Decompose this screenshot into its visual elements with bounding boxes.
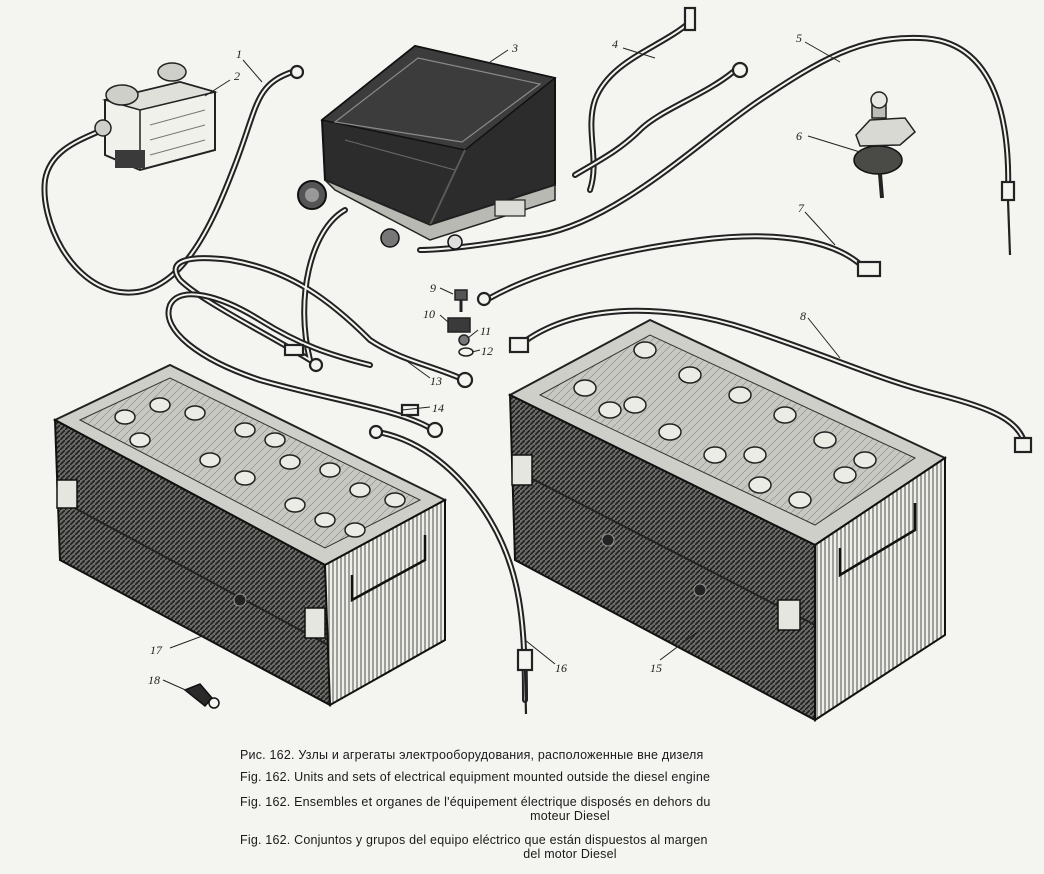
clamp-10-shape: [447, 317, 471, 333]
cables: [41, 19, 1028, 703]
cable-terminals: [283, 6, 1033, 715]
label-6: 6: [796, 129, 802, 143]
label-17: 17: [150, 643, 163, 657]
label-5: 5: [796, 31, 802, 45]
caption-russian: Рис. 162. Узлы и агрегаты электрооборудо…: [240, 748, 704, 762]
battery-15: [507, 318, 948, 722]
label-7: 7: [798, 201, 805, 215]
terminal-18: [183, 683, 220, 709]
washer-12-shape: [458, 347, 474, 357]
cable-7-wire: [487, 233, 871, 301]
label-1: 1: [236, 47, 242, 61]
caption-french-line-1: Fig. 162. Ensembles et organes de l'équi…: [240, 795, 711, 809]
label-3: 3: [511, 41, 518, 55]
caption-english: Fig. 162. Units and sets of electrical e…: [240, 770, 711, 784]
battery-17-caps: [114, 397, 406, 538]
label-2: 2: [234, 69, 240, 83]
switch-6: [853, 91, 917, 199]
label-13: 13: [430, 374, 442, 388]
exploded-diagram: 1 2 3 4 5 6 7 8 9 10 11 12 13 14 15 16 1…: [41, 6, 1033, 722]
relay-regulator: [297, 44, 557, 250]
leader-lines: [162, 41, 861, 693]
caption-french-line-2: moteur Diesel: [530, 809, 610, 823]
label-15: 15: [650, 661, 662, 675]
battery-17: [52, 363, 448, 707]
caption-spanish: Fig. 162. Conjuntos y grupos del equipo …: [240, 833, 840, 861]
callout-numbers: 1 2 3 4 5 6 7 8 9 10 11 12 13 14 15 16 1…: [148, 31, 806, 687]
caption-spanish-line-2: del motor Diesel: [523, 847, 617, 861]
label-8: 8: [800, 309, 806, 323]
box-2: [94, 62, 218, 172]
label-4: 4: [612, 37, 618, 51]
label-18: 18: [148, 673, 160, 687]
label-12: 12: [481, 344, 493, 358]
cable-13-wire: [172, 207, 463, 381]
caption-spanish-line-1: Fig. 162. Conjuntos y grupos del equipo …: [240, 833, 708, 847]
bolt-9-shape: [454, 289, 468, 301]
label-11: 11: [480, 324, 491, 338]
label-16: 16: [555, 661, 567, 675]
label-14: 14: [432, 401, 444, 415]
label-10: 10: [423, 307, 435, 321]
nut-11-shape: [458, 334, 470, 346]
label-9: 9: [430, 281, 436, 295]
caption-french: Fig. 162. Ensembles et organes de l'équi…: [240, 795, 840, 823]
battery-15-caps: [573, 341, 877, 509]
small-parts: [447, 289, 474, 357]
